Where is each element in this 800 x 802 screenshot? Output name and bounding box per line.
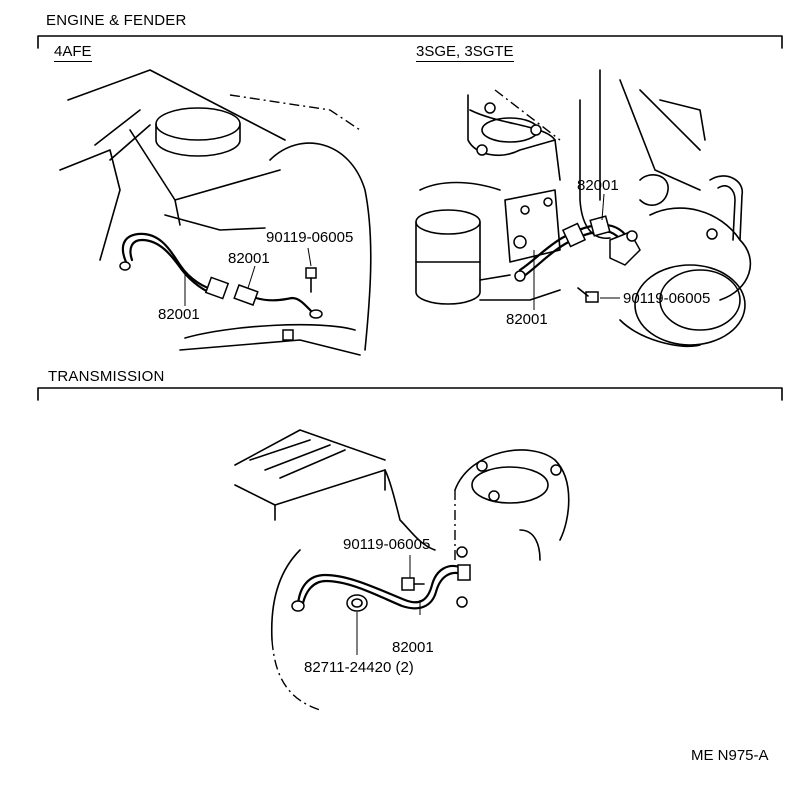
variant-3sge-3sgte: 3SGE, 3SGTE	[416, 43, 514, 62]
label-clamp-transmission: 82711-24420 (2)	[304, 659, 414, 676]
label-bolt-3sge: 90119-06005	[623, 290, 711, 307]
label-strap-4afe-lower: 82001	[158, 306, 200, 323]
variant-4afe: 4AFE	[54, 43, 92, 62]
section-engine-fender: ENGINE & FENDER	[46, 12, 187, 29]
diagram-code: ME N975-A	[691, 747, 769, 764]
label-strap-3sge-lower: 82001	[506, 311, 548, 328]
4afe-engine-illustration	[59, 69, 372, 356]
label-bolt-4afe: 90119-06005	[266, 229, 354, 246]
transmission-frame	[37, 387, 783, 401]
3sge-engine-illustration	[415, 69, 752, 348]
transmission-illustration	[234, 429, 570, 711]
label-strap-4afe-upper: 82001	[228, 250, 270, 267]
label-strap-3sge-upper: 82001	[577, 177, 619, 194]
engine-fender-frame	[37, 35, 783, 49]
label-strap-transmission: 82001	[392, 639, 434, 656]
section-transmission: TRANSMISSION	[48, 368, 165, 385]
label-bolt-transmission: 90119-06005	[343, 536, 431, 553]
